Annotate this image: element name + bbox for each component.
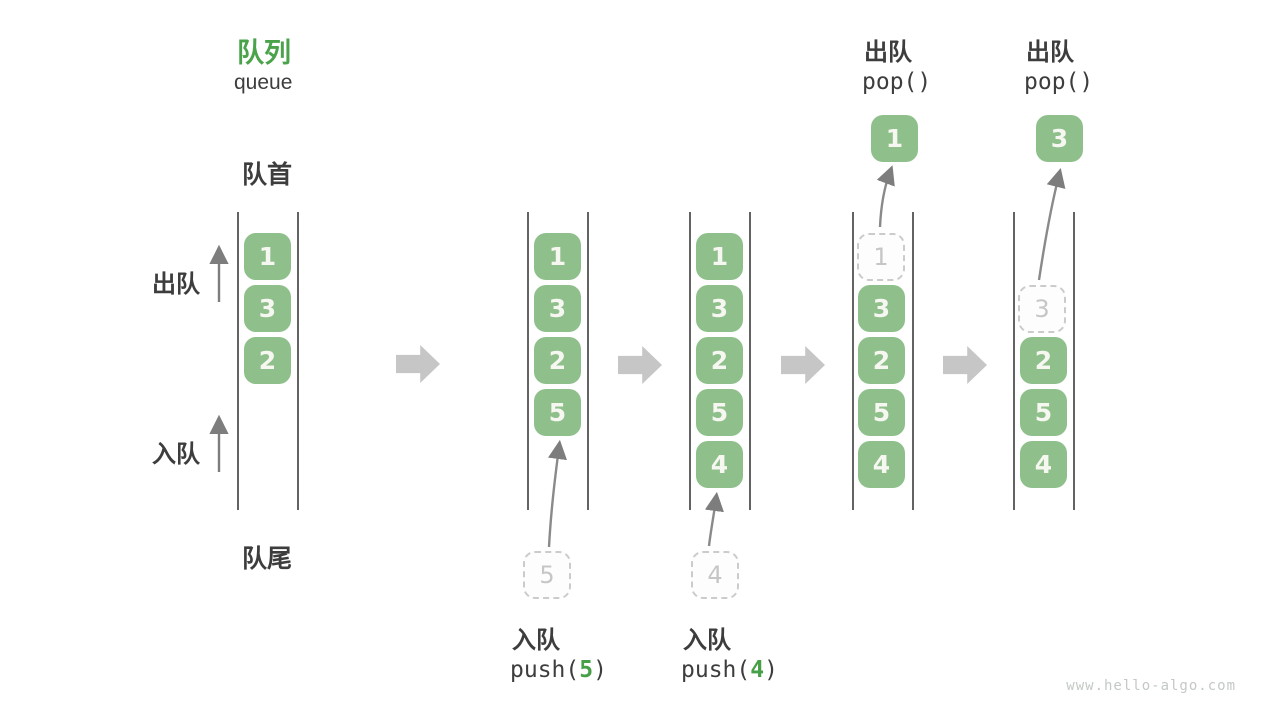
- op-dequeue-code: pop(): [862, 69, 932, 95]
- pending-element: 4: [691, 551, 739, 599]
- queue-cell: 1: [696, 233, 743, 280]
- queue-cell: 2: [696, 337, 743, 384]
- pop2-arrow-icon: [1037, 168, 1066, 281]
- flow-arrow-icon: [396, 345, 440, 383]
- op-dequeue-label: 出队: [1026, 39, 1074, 66]
- op-enqueue-code: push(5): [510, 657, 607, 683]
- push4-arrow-icon: [704, 491, 724, 547]
- queue-cell: 2: [244, 337, 291, 384]
- queue-wall: [297, 212, 299, 510]
- queue-cell: 4: [696, 441, 743, 488]
- queue-cell: 3: [534, 285, 581, 332]
- queue-cell: 4: [1020, 441, 1067, 488]
- code-arg: 5: [579, 657, 594, 683]
- op-enqueue-code: push(4): [681, 657, 778, 683]
- queue-cell: 5: [696, 389, 743, 436]
- queue-cell: 4: [858, 441, 905, 488]
- queue-wall: [587, 212, 589, 510]
- flow-arrow-icon: [943, 346, 987, 384]
- queue-wall: [749, 212, 751, 510]
- label-enqueue-direction: 入队: [152, 441, 200, 468]
- op-enqueue-label: 入队: [512, 627, 560, 654]
- label-dequeue-direction: 出队: [152, 271, 200, 298]
- queue-cell: 3: [244, 285, 291, 332]
- watermark: www.hello-algo.com: [1066, 678, 1236, 694]
- ghost-cell: 1: [857, 233, 905, 281]
- queue-cell: 5: [858, 389, 905, 436]
- op-enqueue-label: 入队: [683, 627, 731, 654]
- pending-element: 5: [523, 551, 571, 599]
- flow-arrow-icon: [618, 346, 662, 384]
- popped-element: 3: [1036, 115, 1083, 162]
- op-dequeue-code: pop(): [1024, 69, 1094, 95]
- code-arg: 4: [750, 657, 765, 683]
- queue-wall: [1013, 212, 1015, 510]
- code-close: ): [593, 657, 607, 683]
- queue-wall: [1073, 212, 1075, 510]
- code-close: ): [764, 657, 778, 683]
- code-fn: push(: [681, 657, 751, 683]
- queue-wall: [237, 212, 239, 510]
- queue-wall: [689, 212, 691, 510]
- queue-cell: 5: [534, 389, 581, 436]
- queue-cell: 3: [858, 285, 905, 332]
- label-queue-front: 队首: [242, 161, 293, 189]
- flow-arrow-icon: [781, 346, 825, 384]
- queue-cell: 2: [858, 337, 905, 384]
- queue-cell: 2: [1020, 337, 1067, 384]
- label-queue-rear: 队尾: [242, 545, 293, 573]
- queue-wall: [912, 212, 914, 510]
- queue-wall: [527, 212, 529, 510]
- queue-cell: 3: [696, 285, 743, 332]
- popped-element: 1: [871, 115, 918, 162]
- ghost-cell: 3: [1018, 285, 1066, 333]
- queue-cell: 1: [534, 233, 581, 280]
- queue-cell: 1: [244, 233, 291, 280]
- page-subtitle: queue: [234, 71, 293, 94]
- pop1-arrow-icon: [876, 165, 895, 228]
- code-fn: push(: [510, 657, 580, 683]
- queue-cell: 2: [534, 337, 581, 384]
- page-title: 队列: [237, 38, 291, 68]
- op-dequeue-label: 出队: [864, 39, 912, 66]
- push5-arrow-icon: [547, 439, 567, 548]
- queue-wall: [852, 212, 854, 510]
- queue-cell: 5: [1020, 389, 1067, 436]
